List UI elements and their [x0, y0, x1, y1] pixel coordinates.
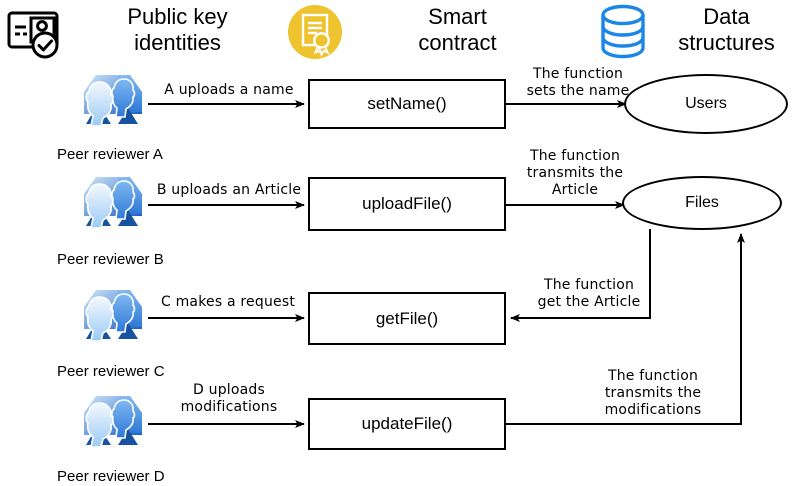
- column-heading-public-key-identities: Public key identities: [127, 4, 228, 55]
- edge-label-a-uploads-a-name: A uploads a name: [164, 82, 294, 98]
- data-structure-users[interactable]: Users: [624, 74, 788, 134]
- edge-label-function-sets-the-name: The function sets the name: [526, 66, 630, 99]
- edge-label-function-transmits-the-article: The function transmits the Article: [526, 148, 624, 198]
- column-heading-smart-contract: Smart contract: [418, 4, 497, 55]
- avatar-peer-reviewer-c: [78, 283, 148, 353]
- avatar-peer-reviewer-b: [78, 170, 148, 240]
- column-heading-data-structures: Data structures: [678, 4, 775, 55]
- actor-caption-peer-reviewer-d: Peer reviewer D: [57, 468, 165, 485]
- edge-label-b-uploads-an-article: B uploads an Article: [156, 182, 302, 198]
- function-box-set-name[interactable]: setName(): [308, 79, 506, 129]
- id-card-verified-icon: [6, 5, 64, 61]
- edge-label-function-get-the-article: The function get the Article: [537, 277, 641, 310]
- actor-caption-peer-reviewer-c: Peer reviewer C: [57, 363, 165, 380]
- database-cylinder-icon: [596, 3, 650, 61]
- avatar-peer-reviewer-d: [78, 389, 148, 459]
- avatar-peer-reviewer-a: [78, 68, 148, 138]
- actor-caption-peer-reviewer-b: Peer reviewer B: [57, 251, 164, 268]
- actor-caption-peer-reviewer-a: Peer reviewer A: [57, 146, 163, 163]
- edge-label-function-transmits-the-modifications: The function transmits the modifications: [604, 368, 702, 418]
- certificate-seal-icon: [287, 4, 343, 60]
- function-box-update-file[interactable]: updateFile(): [308, 398, 506, 450]
- function-box-get-file[interactable]: getFile(): [308, 292, 506, 345]
- edge-label-c-makes-a-request: C makes a request: [160, 294, 296, 310]
- edge-label-d-uploads-modifications: D uploads modifications: [180, 382, 278, 415]
- function-box-upload-file[interactable]: uploadFile(): [308, 177, 506, 231]
- data-structure-files[interactable]: Files: [622, 176, 782, 230]
